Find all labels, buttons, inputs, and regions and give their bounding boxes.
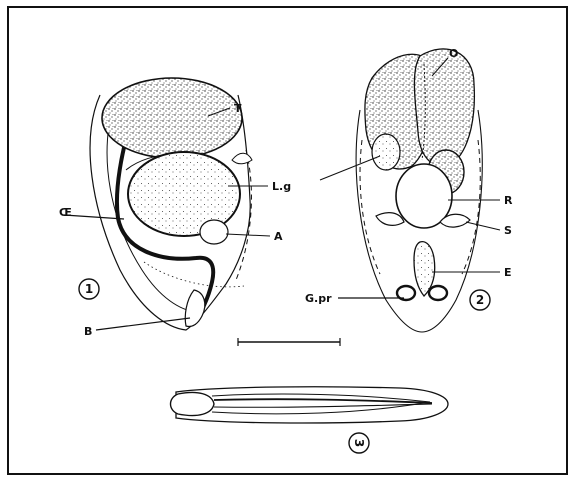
label-r: R xyxy=(504,194,513,207)
fig1-number: 1 xyxy=(85,282,93,296)
label-b: B xyxy=(84,325,92,338)
label-oe: Œ xyxy=(59,206,72,219)
label-t: T xyxy=(234,102,242,115)
label-gpr: G.pr xyxy=(305,292,332,305)
fig1-lobe-a xyxy=(200,220,228,244)
leader-fig2-small-oval xyxy=(320,156,380,180)
fig1-tail xyxy=(185,290,205,327)
label-o: O xyxy=(449,47,458,60)
fig2-gpr-right xyxy=(429,286,447,300)
leader-oe xyxy=(64,215,124,219)
fig1-testis xyxy=(102,78,242,158)
label-s: S xyxy=(504,224,512,237)
fig1-dotted-contour xyxy=(144,262,244,287)
figure-3: 3 xyxy=(171,387,449,453)
label-a: A xyxy=(274,230,283,243)
fig2-small-oval xyxy=(372,134,400,170)
label-lg: L.g xyxy=(272,180,291,193)
fig2-s-left xyxy=(376,213,404,226)
fig2-number: 2 xyxy=(476,293,484,307)
scale-bar xyxy=(238,338,340,346)
fig3-number: 3 xyxy=(352,439,366,447)
label-e: E xyxy=(504,266,512,279)
figure-2: O R S E G.pr 2 xyxy=(305,47,513,332)
leader-s xyxy=(466,222,500,230)
fig3-head xyxy=(171,392,215,415)
fig2-dashed-right xyxy=(462,140,480,274)
fig1-flap xyxy=(232,153,252,164)
figure-1: T L.g Œ A B 1 xyxy=(59,78,291,338)
